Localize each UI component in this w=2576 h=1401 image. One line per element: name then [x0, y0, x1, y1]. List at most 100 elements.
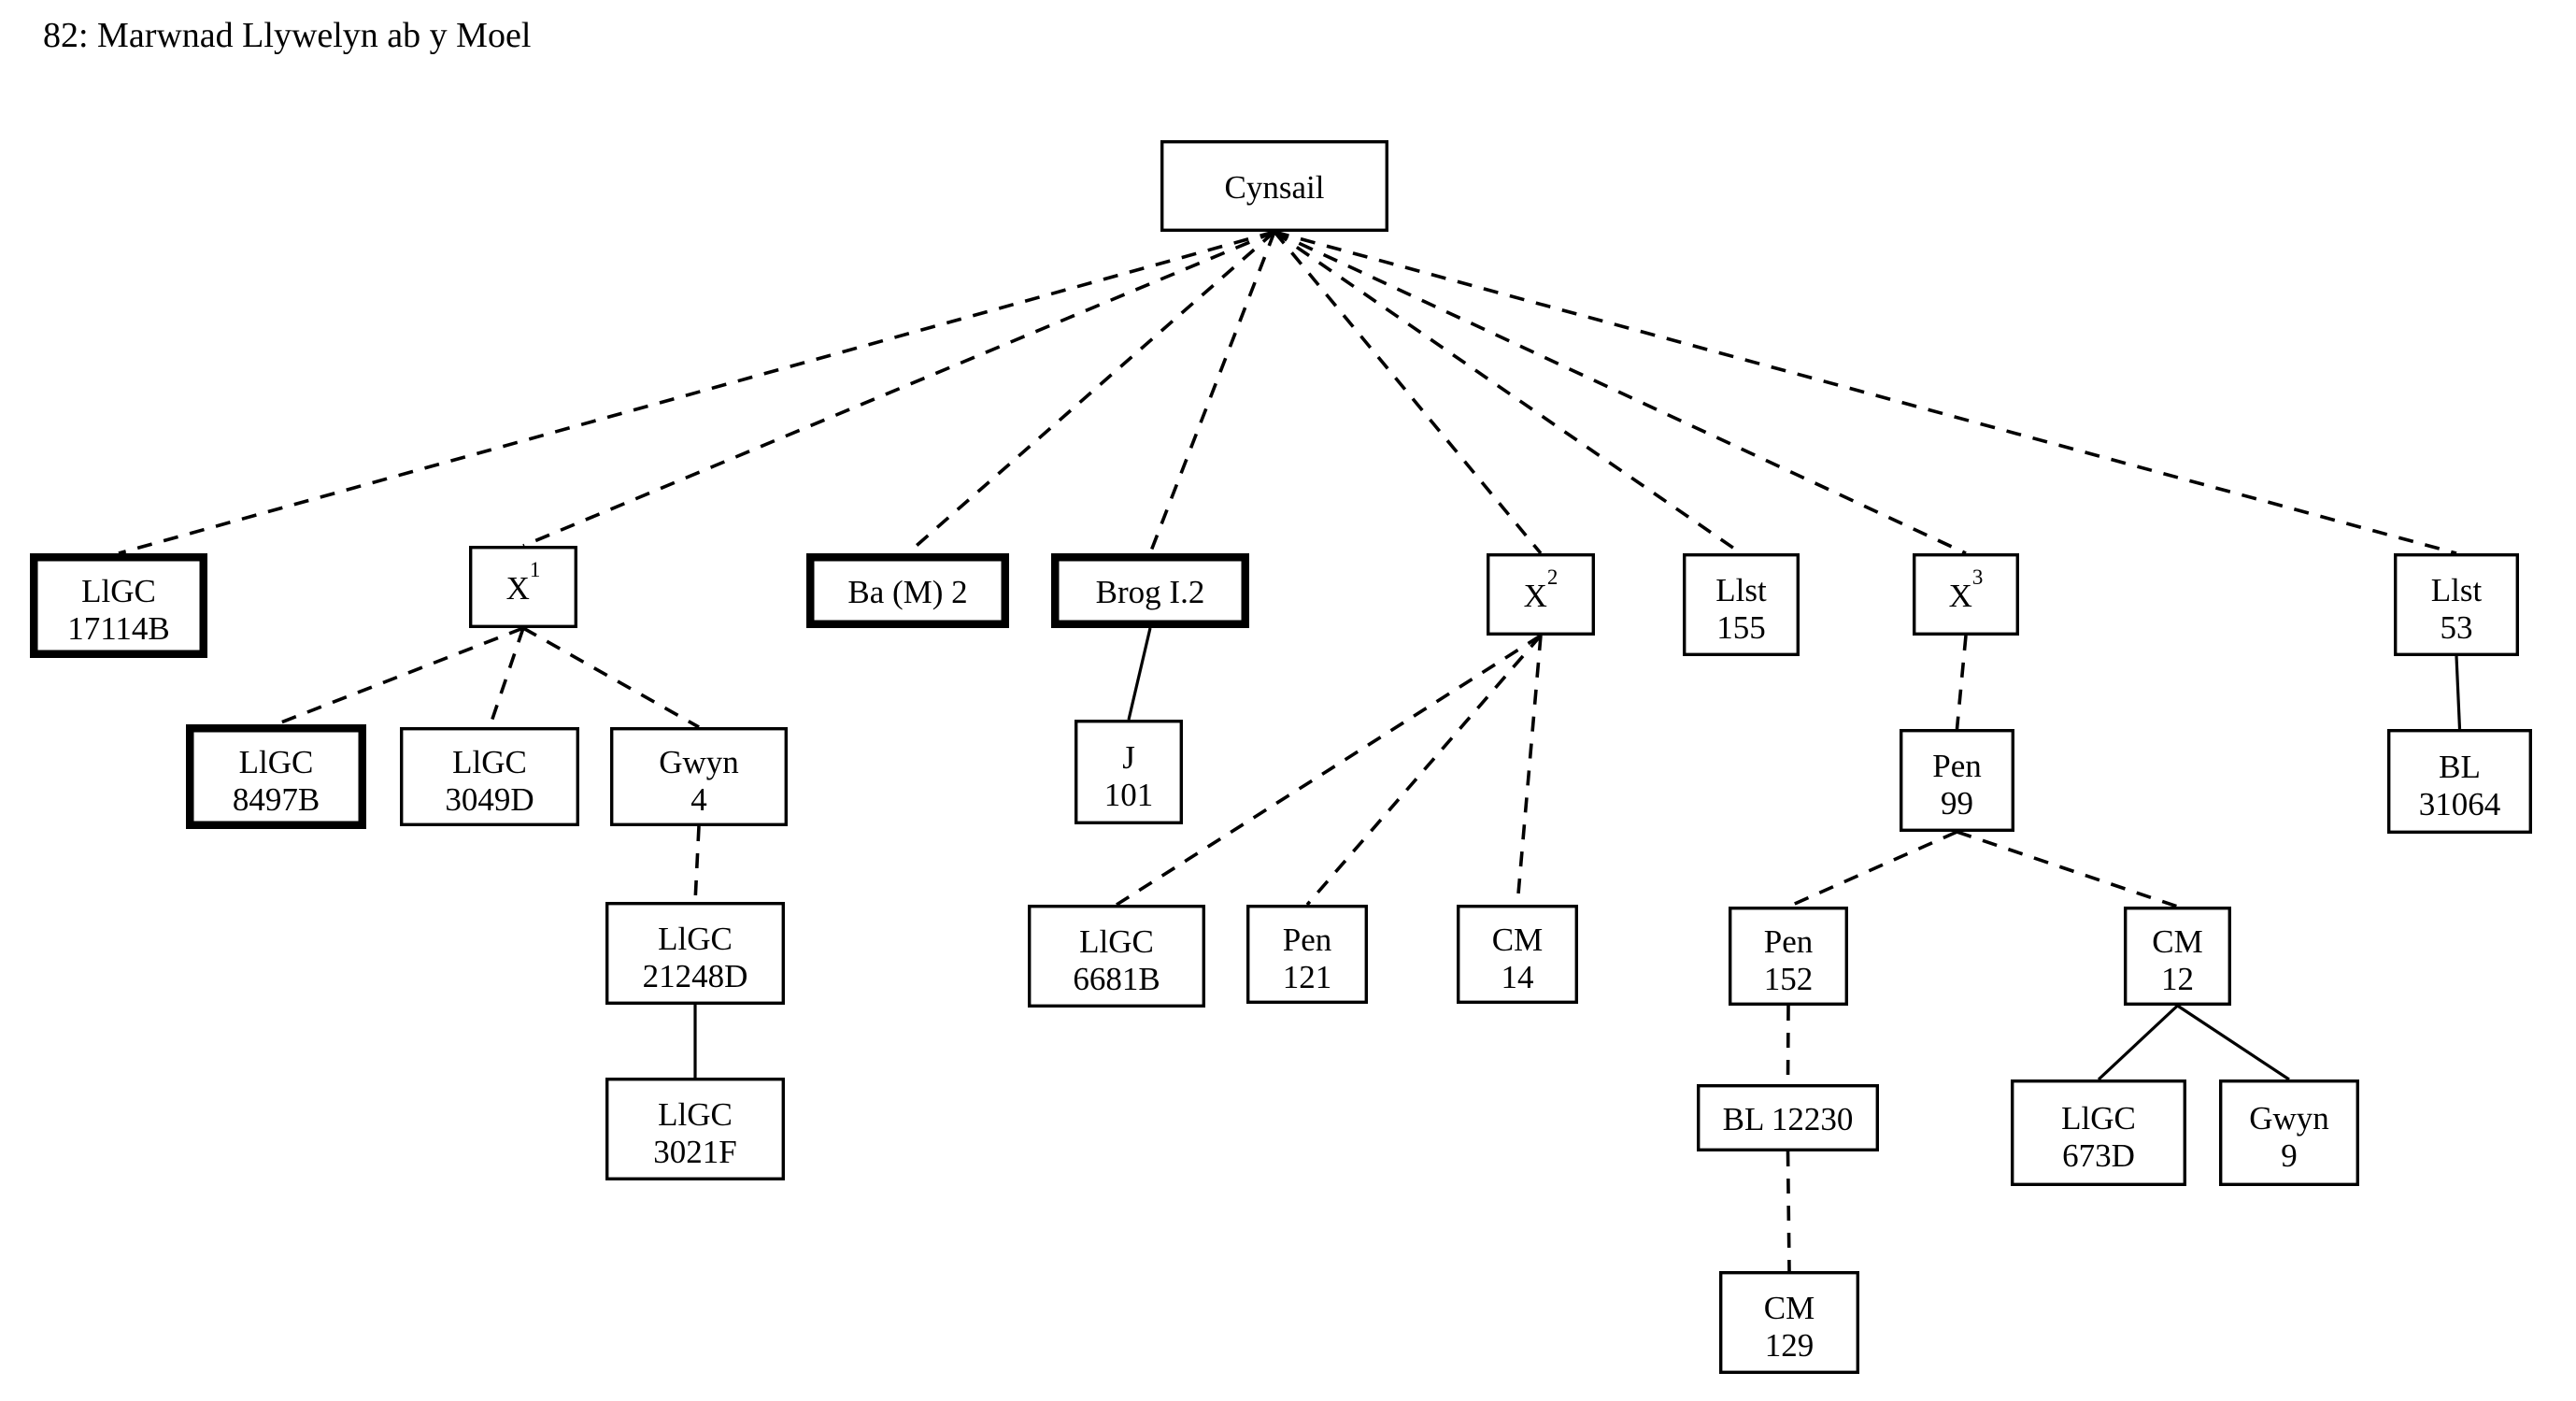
node-label-cm129: CM	[1764, 1290, 1815, 1326]
node-label-pen99: 99	[1941, 785, 1973, 822]
edge-cynsail-to-x1	[522, 230, 1275, 548]
node-label-llgc17114b: 17114B	[67, 610, 170, 647]
node-label-llst155: Llst	[1715, 572, 1767, 608]
node-label-llgc673d: 673D	[2062, 1137, 2135, 1174]
node-x2[interactable]: X2	[1486, 553, 1595, 636]
edge-cynsail-to-x3	[1274, 230, 1967, 555]
edge-cynsail-to-llst53	[1274, 230, 2457, 555]
node-label-llgc3021f: 3021F	[653, 1134, 736, 1170]
node-label-llgc6681b: 6681B	[1073, 961, 1160, 997]
node-label-cm14: 14	[1501, 959, 1534, 995]
edge-bl12230-to-cm129	[1786, 1151, 1791, 1272]
node-label-gwyn9: 9	[2281, 1137, 2298, 1174]
node-border-llgc8497b	[186, 724, 366, 829]
node-label-llgc21248d: LlGC	[658, 921, 733, 957]
node-border-llgc21248d	[605, 902, 786, 1006]
node-border-llgc3049d	[400, 727, 580, 827]
node-border-llgc673d	[2010, 1079, 2186, 1186]
edge-llst53-to-bl31064	[2455, 655, 2462, 730]
node-x3[interactable]: X3	[1912, 553, 2019, 636]
node-label-llgc673d: LlGC	[2061, 1100, 2136, 1137]
node-label-brogi2: Brog I.2	[1096, 574, 1205, 610]
node-label-x2: X2	[1524, 565, 1558, 615]
node-border-bam2	[806, 553, 1009, 628]
node-label-j101: 101	[1104, 777, 1154, 813]
edge-pen99-to-cm12	[1956, 830, 2179, 908]
node-bam2[interactable]: Ba (M) 2	[806, 553, 1009, 628]
node-border-gwyn4	[610, 727, 789, 827]
node-border-bl12230	[1696, 1083, 1879, 1151]
edge-x1-to-gwyn4	[522, 626, 700, 729]
node-border-bl31064	[2386, 729, 2532, 835]
node-label-x3: X3	[1949, 565, 1984, 615]
edge-layer	[118, 230, 2462, 1272]
node-brogi2[interactable]: Brog I.2	[1051, 553, 1249, 628]
node-border-llgc17114b	[30, 553, 207, 658]
node-label-pen99: Pen	[1932, 748, 1982, 784]
edge-x2-to-llgc6681b	[1116, 634, 1542, 907]
node-label-llgc8497b: LlGC	[239, 744, 314, 780]
edge-x2-to-pen121	[1305, 634, 1543, 907]
node-border-cm14	[1456, 905, 1578, 1005]
node-label-llgc3049d: LlGC	[452, 744, 527, 780]
node-border-cynsail	[1160, 139, 1388, 232]
node-label-cynsail: Cynsail	[1225, 169, 1325, 206]
node-border-pen121	[1245, 905, 1368, 1005]
node-border-brogi2	[1051, 553, 1249, 628]
node-label-pen121: Pen	[1283, 922, 1332, 958]
edge-pen99-to-pen152	[1787, 830, 1958, 908]
edge-pen152-to-bl12230	[1786, 1005, 1790, 1085]
node-label-llst53: 53	[2441, 609, 2473, 646]
edge-x1-to-llgc3049d	[488, 627, 525, 728]
node-label-llgc17114b: LlGC	[81, 573, 156, 609]
edge-cynsail-to-llgc17114b	[118, 230, 1275, 555]
node-label-gwyn4: 4	[690, 781, 707, 818]
edge-gwyn4-to-llgc21248d	[693, 825, 701, 903]
node-bl12230[interactable]: BL 12230	[1696, 1083, 1879, 1151]
edge-cynsail-to-llst155	[1273, 230, 1743, 555]
node-label-cm12: CM	[2152, 923, 2202, 960]
node-label-gwyn4: Gwyn	[659, 744, 739, 780]
node-border-pen99	[1899, 729, 2014, 833]
node-label-llgc21248d: 21248D	[643, 958, 748, 994]
edge-x1-to-llgc8497b	[275, 626, 524, 726]
node-border-llst53	[2393, 553, 2519, 657]
node-label-gwyn9: Gwyn	[2249, 1100, 2329, 1137]
edge-cynsail-to-brogi2	[1148, 231, 1276, 554]
node-label-bl31064: 31064	[2419, 786, 2501, 822]
node-border-cm12	[2123, 907, 2231, 1007]
node-label-j101: J	[1122, 739, 1135, 776]
node-cynsail[interactable]: Cynsail	[1160, 139, 1388, 232]
node-label-bl31064: BL	[2439, 749, 2481, 785]
node-x1[interactable]: X1	[469, 546, 578, 629]
edge-cm12-to-llgc673d	[2097, 1004, 2179, 1081]
node-border-x2	[1486, 553, 1595, 636]
node-label-cm14: CM	[1492, 922, 1543, 958]
node-border-x3	[1912, 553, 2019, 636]
node-label-llst53: Llst	[2431, 572, 2483, 608]
node-label-bam2: Ba (M) 2	[847, 574, 967, 610]
node-label-llgc8497b: 8497B	[233, 781, 320, 818]
node-border-j101	[1074, 720, 1183, 825]
node-label-llgc6681b: LlGC	[1079, 923, 1154, 960]
